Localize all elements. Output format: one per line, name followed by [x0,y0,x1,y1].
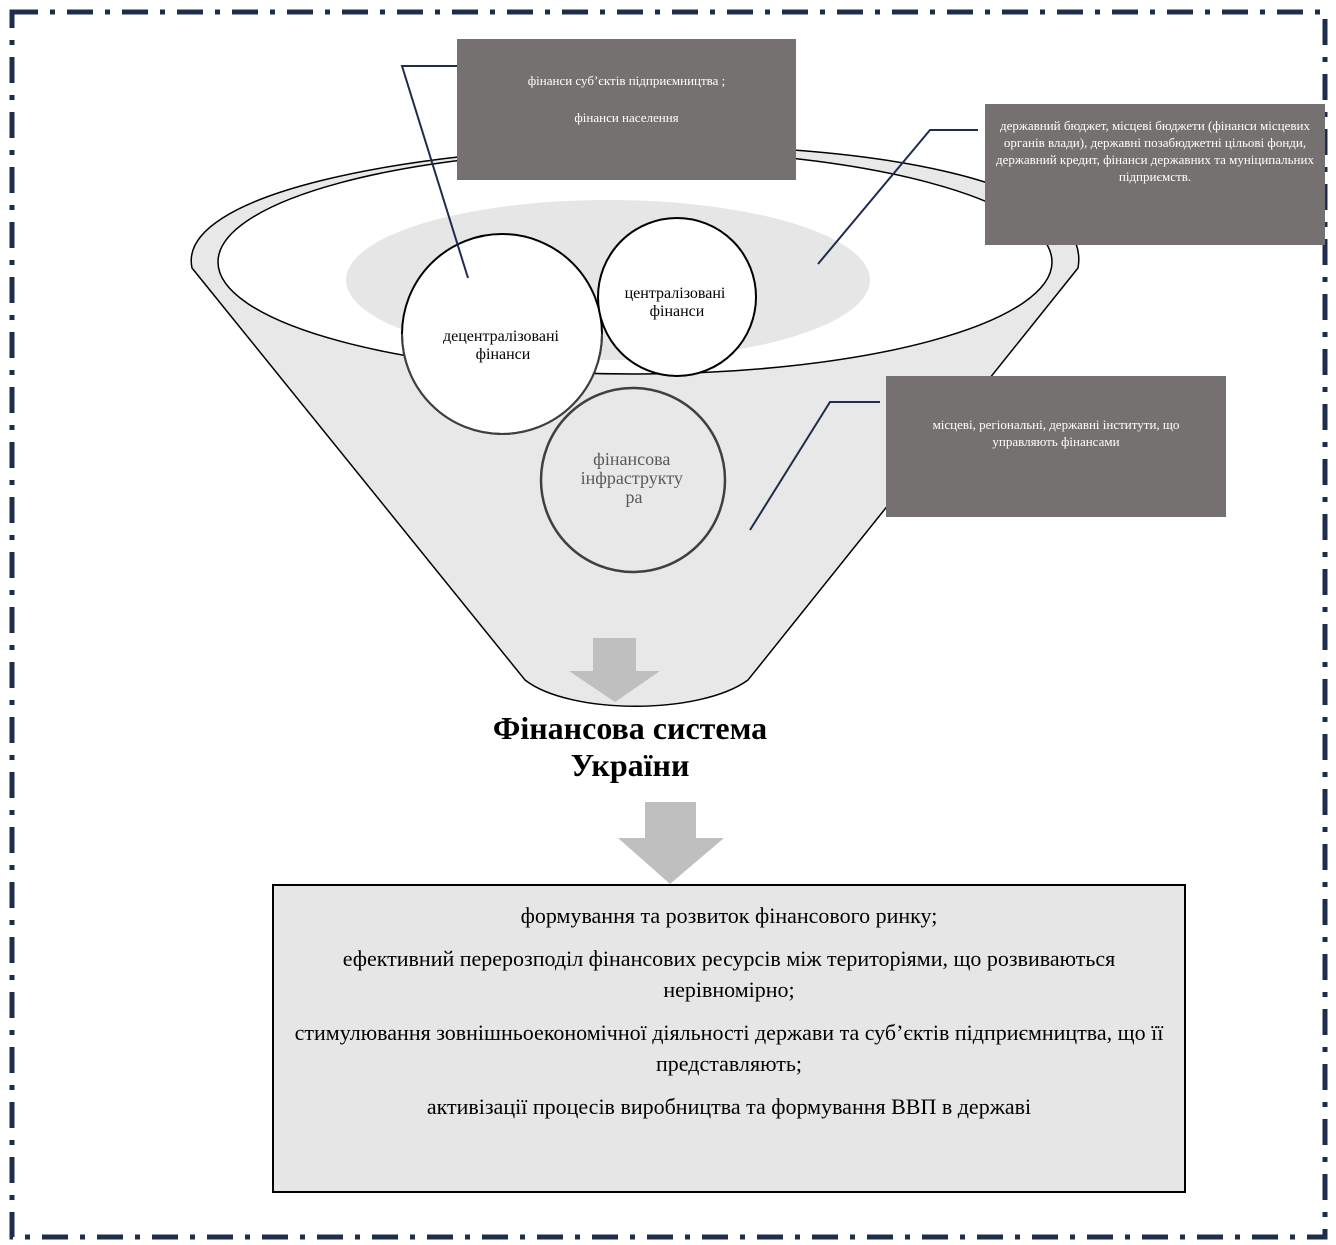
outcome-item: ефективний перерозподіл фінансових ресур… [342,946,1116,1002]
connector-centralized [817,129,978,265]
outcome-item: активізації процесів виробництва та форм… [426,1094,1032,1119]
infrastructure-label-line3: ра [626,487,643,507]
title-line1: Фінансова система [492,710,768,746]
infrastructure-label-line2: інфраструкту [581,468,683,488]
title-line2: України [570,747,690,783]
callout-infrastructure: місцеві, регіональні, державні інститути… [886,376,1226,517]
decentralized-label-line1: децентралізовані [443,328,560,345]
infrastructure-circle [539,386,727,574]
connector-infrastructure [749,401,880,531]
centralized-label-line1: централізовані [625,285,726,302]
centralized-label: централізовані фінанси [625,285,730,320]
centralized-label-line2: фінанси [650,303,705,320]
callout-centralized: державний бюджет, місцеві бюджети (фінан… [985,104,1325,245]
decentralized-label: децентралізовані фінанси [443,328,563,363]
outcomes-box: формування та розвиток фінансового ринку… [272,884,1186,1193]
connector-decentralized [400,65,469,279]
outcome-item: формування та розвиток фінансового ринку… [520,903,938,928]
centralized-circle [597,217,757,377]
callout-decentralized-line2: фінанси населення [574,110,679,125]
callout-centralized-text: державний бюджет, місцеві бюджети (фінан… [996,118,1314,184]
infrastructure-label: фінансова інфраструкту ра [581,449,688,507]
infrastructure-label-line1: фінансова [593,449,670,469]
arrow-down-2-icon [618,802,724,884]
decentralized-circle-lower-arc [401,333,603,435]
arrow-down-1-icon [569,638,660,702]
diagram-title: Фінансова система України [380,710,880,784]
callout-decentralized-line1: фінанси суб’єктів підприємництва ; [527,73,726,88]
decentralized-label-line2: фінанси [476,346,531,363]
outcome-item: стимулювання зовнішньоекономічної діяльн… [294,1020,1164,1076]
callout-infrastructure-text: місцеві, регіональні, державні інститути… [932,417,1180,449]
callout-decentralized: фінанси суб’єктів підприємництва ; фінан… [457,39,796,180]
